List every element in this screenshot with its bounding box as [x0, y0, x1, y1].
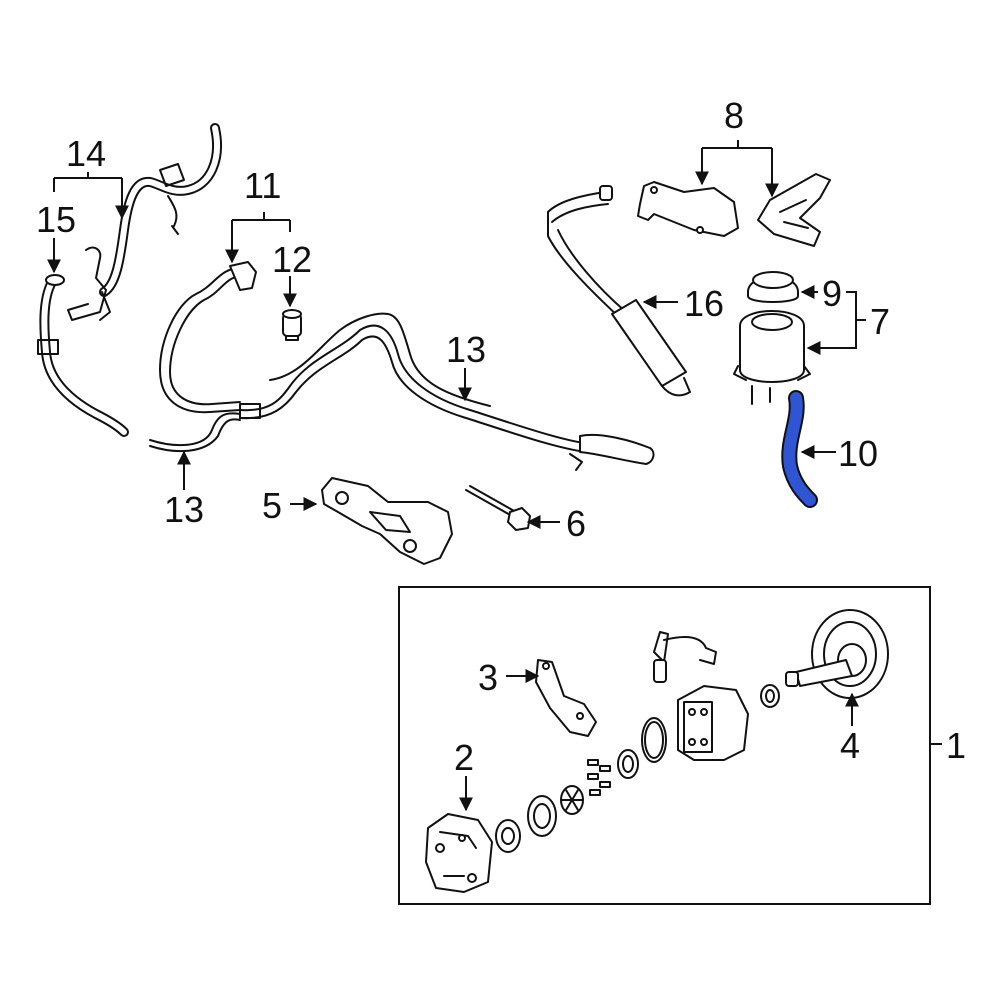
pressure-hose-assembly[interactable] — [67, 123, 222, 321]
o-ring[interactable] — [641, 717, 667, 763]
reservoir-hose[interactable] — [781, 390, 818, 508]
pump-assembly-inset — [398, 586, 931, 905]
callout-16: 16 — [684, 283, 724, 324]
power-steering-reservoir[interactable] — [733, 310, 811, 405]
seal-ring[interactable] — [495, 819, 521, 853]
callout-8: 8 — [724, 95, 744, 136]
callout-2: 2 — [454, 737, 474, 778]
callout-5: 5 — [262, 485, 282, 526]
pump-pulley[interactable] — [785, 609, 889, 699]
pump-plate[interactable] — [535, 659, 597, 737]
cam-ring[interactable] — [617, 749, 639, 779]
return-hose[interactable] — [37, 274, 129, 437]
callout-14: 14 — [66, 133, 106, 174]
pump-outlet-fitting[interactable] — [653, 631, 717, 683]
callout-labels: 14 15 11 12 13 13 5 6 8 16 9 7 10 3 2 4 … — [36, 95, 966, 778]
pump-vanes[interactable] — [587, 759, 611, 796]
hydraulic-tube-lower[interactable] — [149, 412, 241, 453]
callout-13-upper: 13 — [446, 329, 486, 370]
callout-3: 3 — [478, 657, 498, 698]
leader-lines — [47, 140, 942, 812]
pressure-line-assembly[interactable] — [159, 261, 655, 471]
pump-rear-housing[interactable] — [425, 813, 493, 893]
side-plate[interactable] — [527, 795, 557, 837]
callout-13-lower: 13 — [164, 489, 204, 530]
callout-7: 7 — [870, 301, 890, 342]
pressure-switch[interactable] — [282, 309, 302, 341]
callout-1: 1 — [946, 725, 966, 766]
pump-rotor[interactable] — [560, 785, 584, 815]
callout-4: 4 — [840, 725, 860, 766]
pump-front-housing[interactable] — [677, 685, 749, 761]
callout-9: 9 — [822, 273, 842, 314]
callout-15: 15 — [36, 199, 76, 240]
reservoir-cap[interactable] — [747, 271, 799, 303]
callout-6: 6 — [566, 503, 586, 544]
callout-12: 12 — [272, 239, 312, 280]
callout-11: 11 — [244, 165, 281, 206]
mounting-bolt[interactable] — [465, 485, 531, 531]
callout-10: 10 — [838, 433, 878, 474]
shaft-seal[interactable] — [760, 684, 780, 708]
mounting-bracket[interactable] — [637, 173, 831, 247]
pump-bracket[interactable] — [321, 477, 453, 565]
cooler-tube[interactable] — [547, 185, 691, 397]
